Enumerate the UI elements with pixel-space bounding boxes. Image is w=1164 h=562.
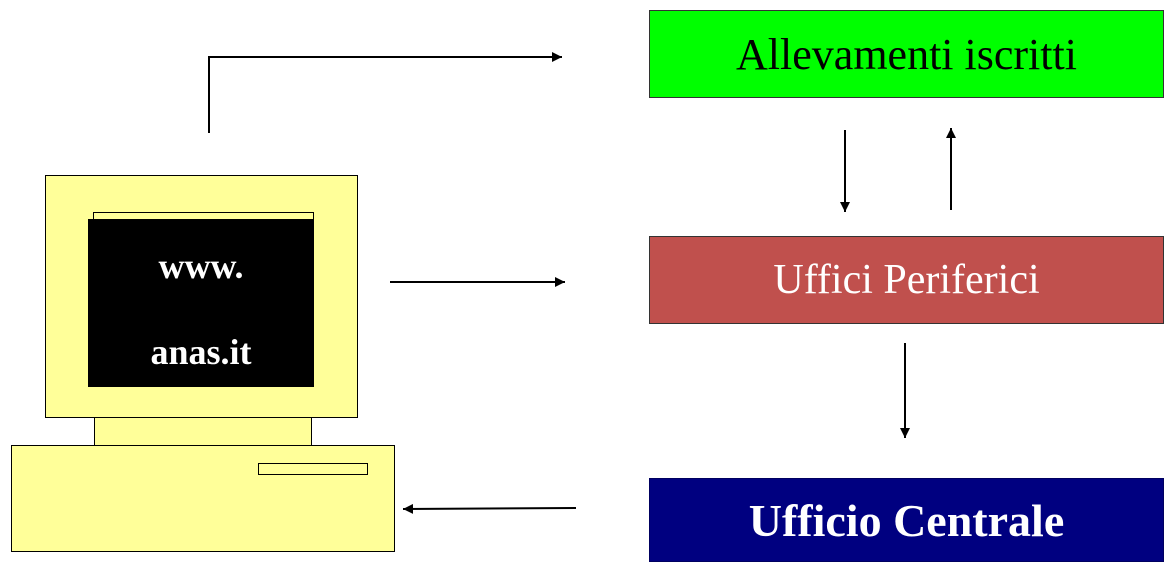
computer-base (11, 445, 395, 552)
monitor-screen-bezel (93, 212, 314, 222)
arrow-computer-to-allevamenti (208, 52, 562, 133)
arrow-centrale-to-computer (402, 503, 577, 514)
ufficio-centrale-label: Ufficio Centrale (748, 494, 1065, 546)
screen-text-domain: anas.it (150, 332, 252, 372)
uffici-periferici-label: Uffici Periferici (773, 257, 1040, 303)
uffici-periferici-box: Uffici Periferici (649, 236, 1164, 324)
screen-text-www: www. (158, 246, 244, 286)
monitor-screen (88, 219, 314, 387)
monitor-neck (94, 417, 312, 446)
allevamenti-iscritti-box: Allevamenti iscritti (649, 10, 1164, 98)
disk-drive-slot (258, 463, 368, 475)
allevamenti-iscritti-label: Allevamenti iscritti (736, 29, 1077, 79)
